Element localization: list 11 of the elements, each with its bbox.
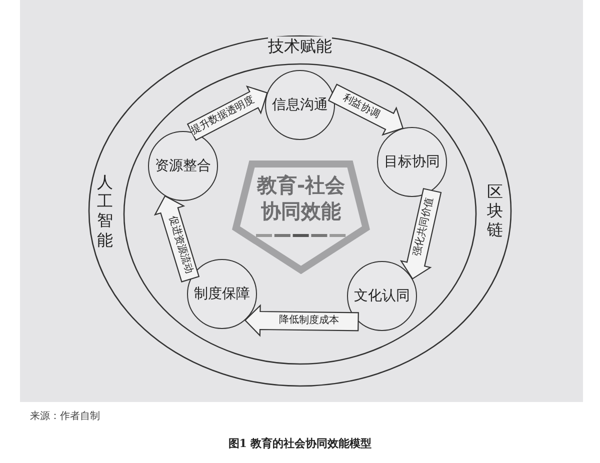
band-label: 区块链 xyxy=(487,182,503,240)
node-label: 制度保障 xyxy=(194,285,250,303)
figure-caption: 图1 教育的社会协同效能模型 xyxy=(227,436,373,451)
band-label: 人工智能 xyxy=(97,172,113,250)
center-label: 教育-社会协同效能 xyxy=(256,172,346,224)
node-label: 文化认同 xyxy=(354,287,410,305)
node-label: 目标协同 xyxy=(384,153,440,171)
node-label: 资源整合 xyxy=(155,157,211,175)
node-label: 信息沟通 xyxy=(272,96,328,114)
source-note: 来源：作者自制 xyxy=(30,410,100,423)
edge-label: 降低制度成本 xyxy=(279,316,340,326)
